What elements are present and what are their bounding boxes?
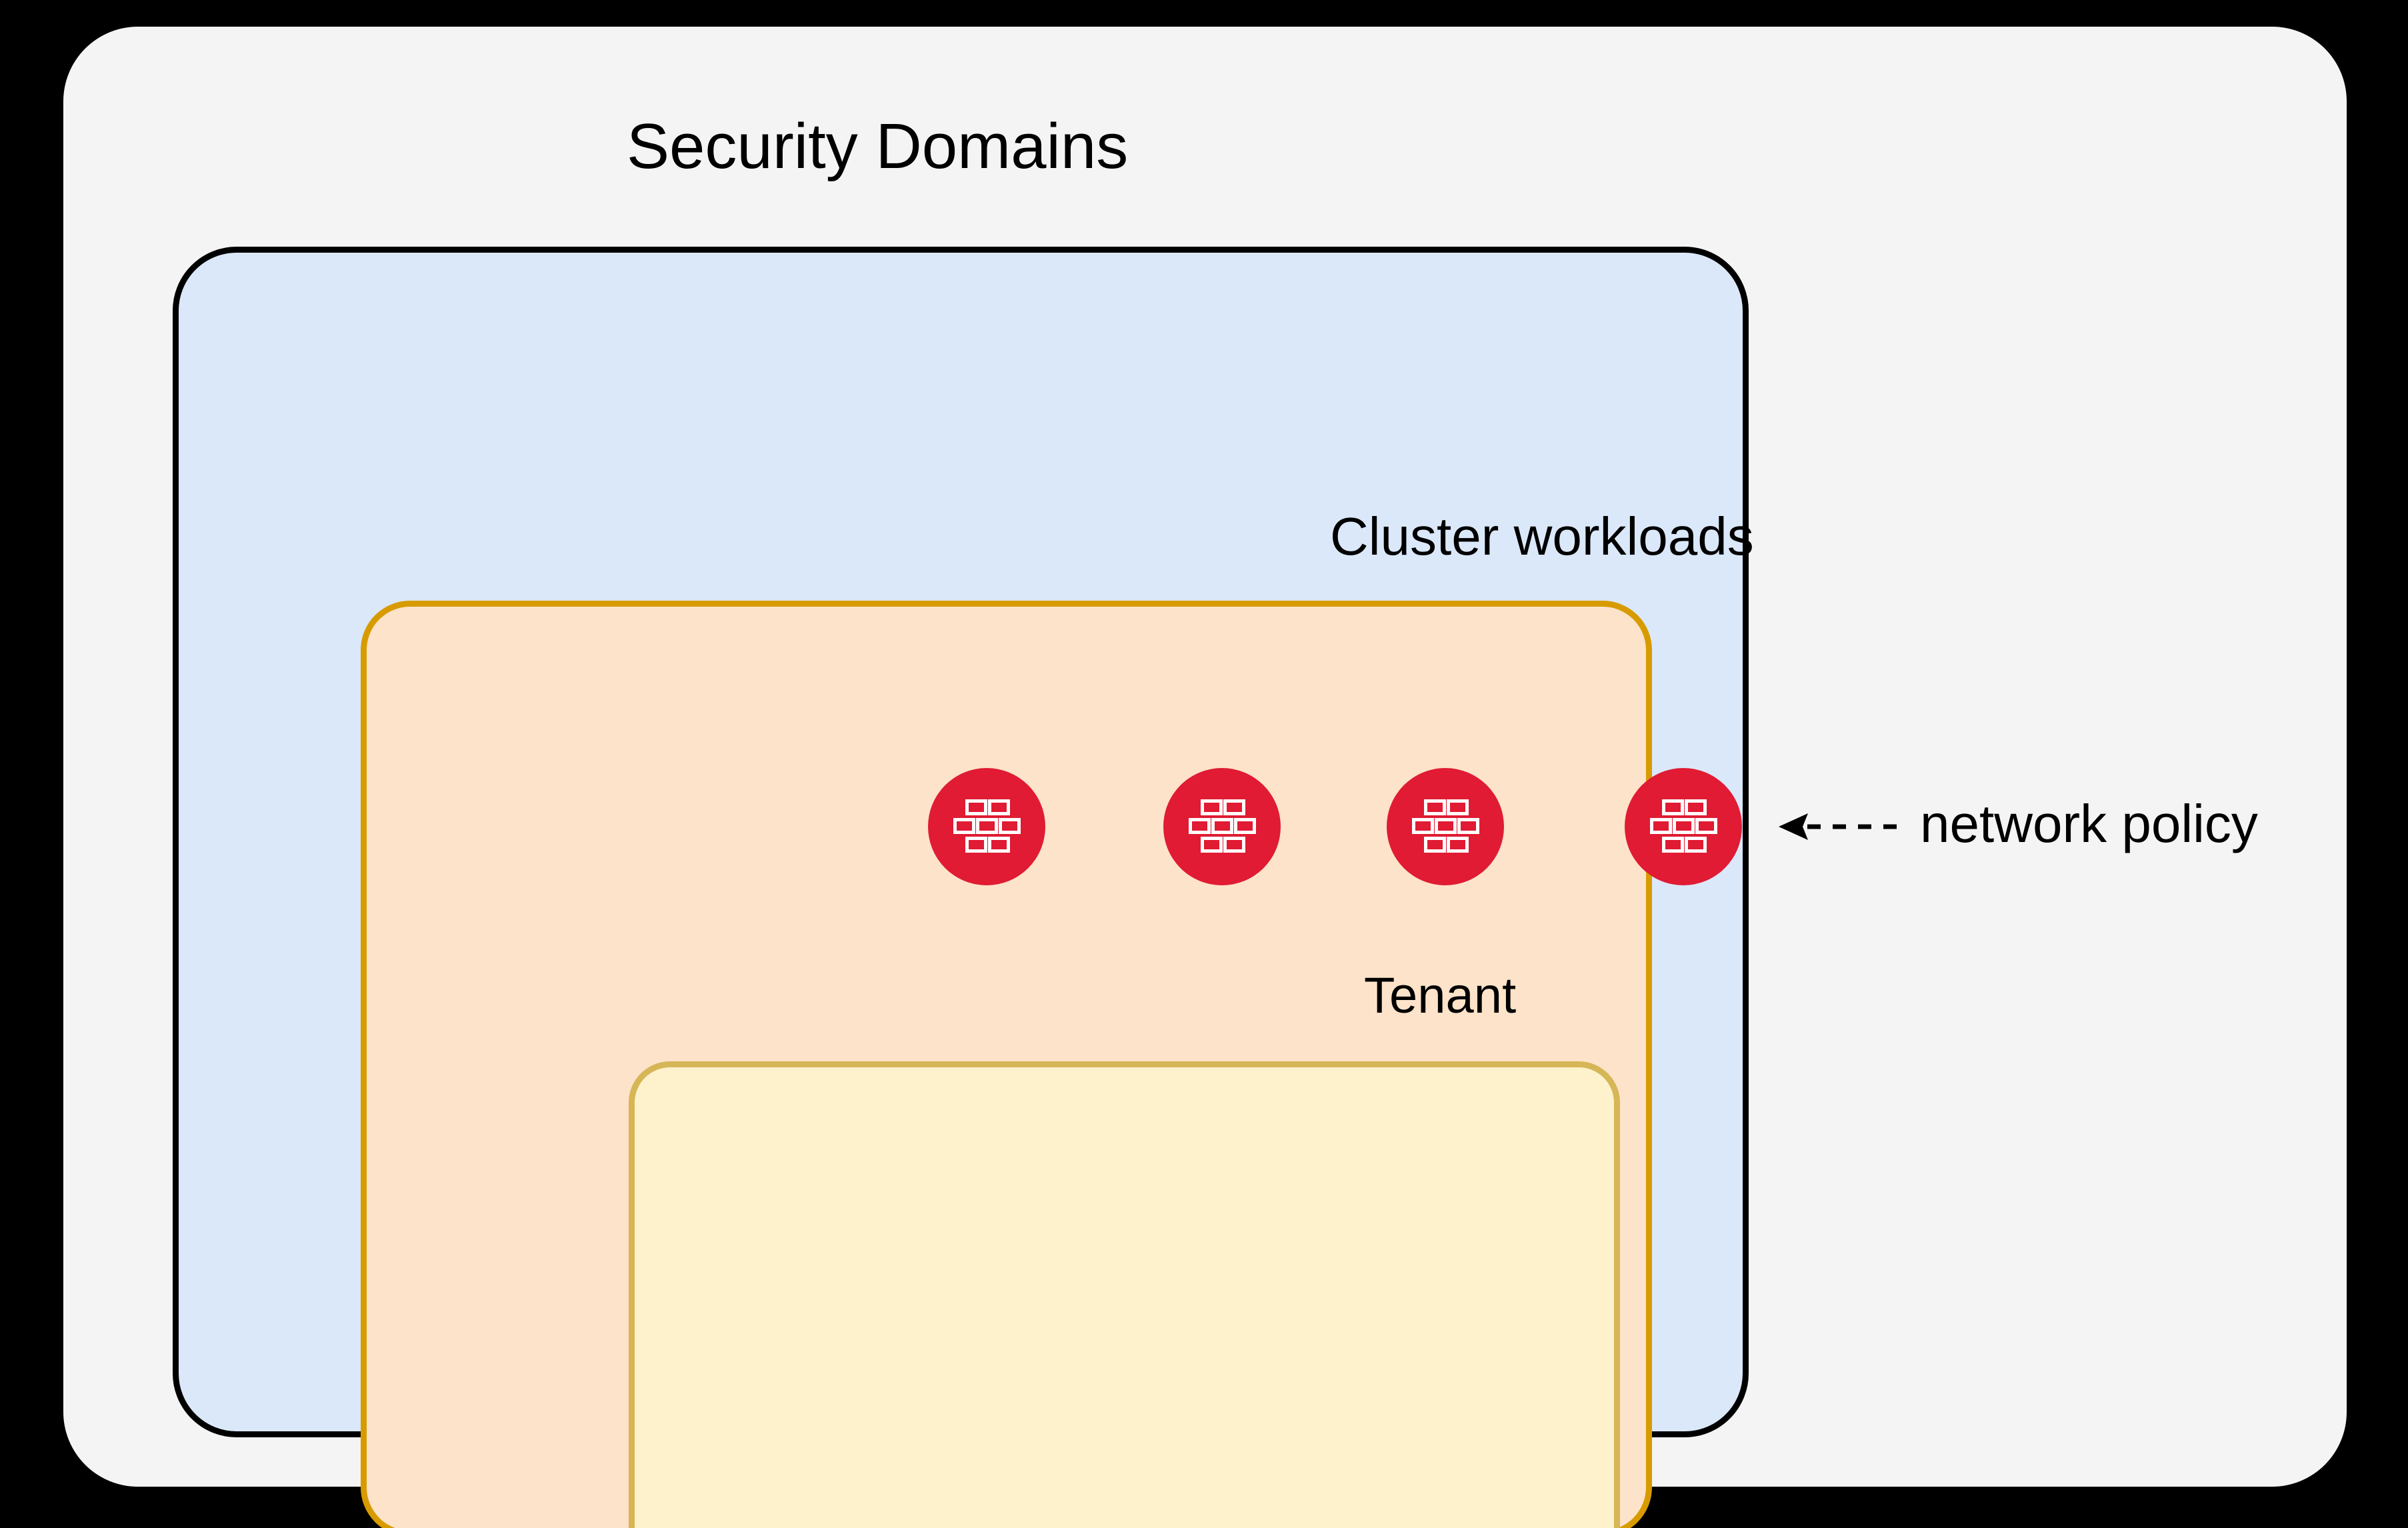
layer-namespace: Namespace Endpoint groups (629, 1061, 1620, 1528)
label-network-policy: network policy (1920, 794, 2258, 853)
label-security-domains: Security Domains (627, 111, 1129, 182)
firewall-brick-icon (1412, 799, 1479, 853)
layer-tenant: Tenant Namespace Endpoint groups (361, 601, 1652, 1528)
firewall-marker-namespace[interactable] (1163, 768, 1281, 885)
firewall-brick-icon (953, 799, 1021, 853)
layer-security-domains: Security Domains Cluster workloads Tenan… (63, 27, 2347, 1528)
firewall-brick-icon (1189, 799, 1256, 853)
label-cluster-workloads: Cluster workloads (1330, 507, 1754, 566)
firewall-brick-icon (1650, 799, 1717, 853)
firewall-marker-cluster-workloads[interactable] (1625, 768, 1742, 885)
network-policy-arrow (1773, 800, 1900, 853)
firewall-marker-endpoint-groups[interactable] (928, 768, 1045, 885)
firewall-marker-tenant[interactable] (1387, 768, 1504, 885)
label-tenant: Tenant (1364, 967, 1517, 1024)
